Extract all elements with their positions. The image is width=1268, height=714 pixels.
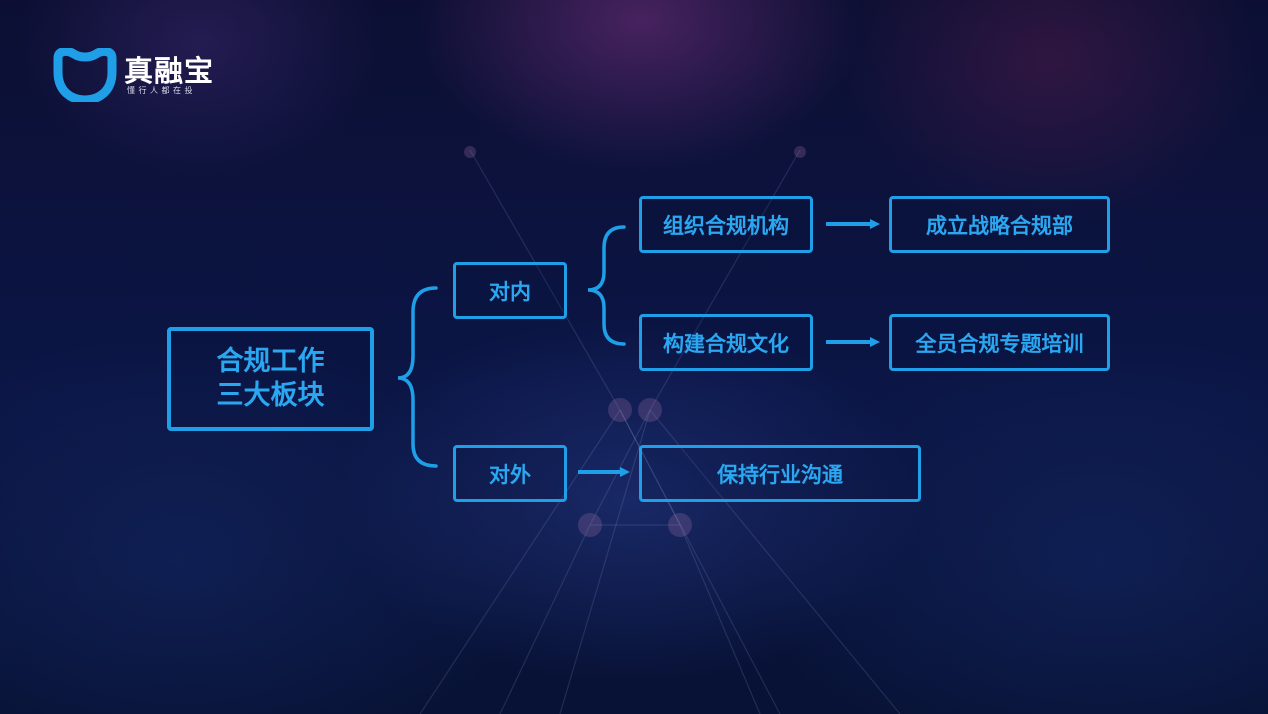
- root-node-line2: 三大板块: [216, 380, 325, 411]
- strategy-dept-node: 成立战略合规部: [889, 196, 1110, 253]
- training-node: 全员合规专题培训: [889, 314, 1110, 371]
- root-node-line1: 合规工作: [216, 346, 325, 377]
- external-node: 对外: [453, 445, 567, 502]
- brand-name: 真融宝: [124, 54, 215, 88]
- smile-bracket-logo-icon: [53, 48, 117, 102]
- root-brace: [397, 286, 438, 468]
- brand-slogan: 懂行人都在投: [127, 86, 196, 95]
- org-compliance-node: 组织合规机构: [639, 196, 813, 253]
- brand-logo: 真融宝 懂行人都在投: [52, 46, 252, 106]
- industry-communication-node: 保持行业沟通: [639, 445, 921, 502]
- internal-node: 对内: [453, 262, 567, 319]
- culture-compliance-node: 构建合规文化: [639, 314, 813, 371]
- internal-brace: [587, 225, 626, 346]
- root-node: 合规工作 三大板块: [167, 327, 374, 431]
